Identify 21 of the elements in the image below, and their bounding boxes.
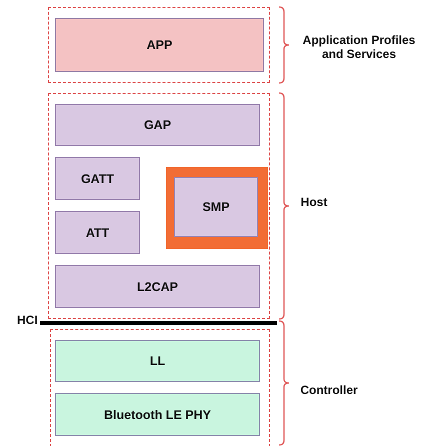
bracket-label: Host	[300, 195, 328, 209]
layer-label: LL	[150, 354, 166, 368]
layer-label: GAP	[144, 118, 172, 132]
layer-label: Bluetooth LE PHY	[104, 408, 211, 422]
layer-label: SMP	[202, 200, 230, 214]
highlight-frame	[166, 167, 268, 249]
layer-label: L2CAP	[137, 280, 178, 294]
layer-label: GATT	[80, 172, 114, 186]
bracket-label: Application Profiles and Services	[302, 33, 416, 61]
layer-label: APP	[146, 38, 172, 52]
layer-box	[55, 18, 264, 72]
layer-box	[55, 265, 260, 308]
bracket-label: Controller	[299, 383, 359, 397]
layer-label: ATT	[86, 226, 110, 240]
layer-box	[55, 393, 260, 436]
layer-box	[174, 177, 258, 237]
interface-label: HCI	[17, 313, 38, 327]
layer-box	[55, 104, 260, 146]
layer-box	[55, 340, 260, 382]
layer-box	[55, 157, 140, 200]
layer-box	[55, 211, 140, 254]
